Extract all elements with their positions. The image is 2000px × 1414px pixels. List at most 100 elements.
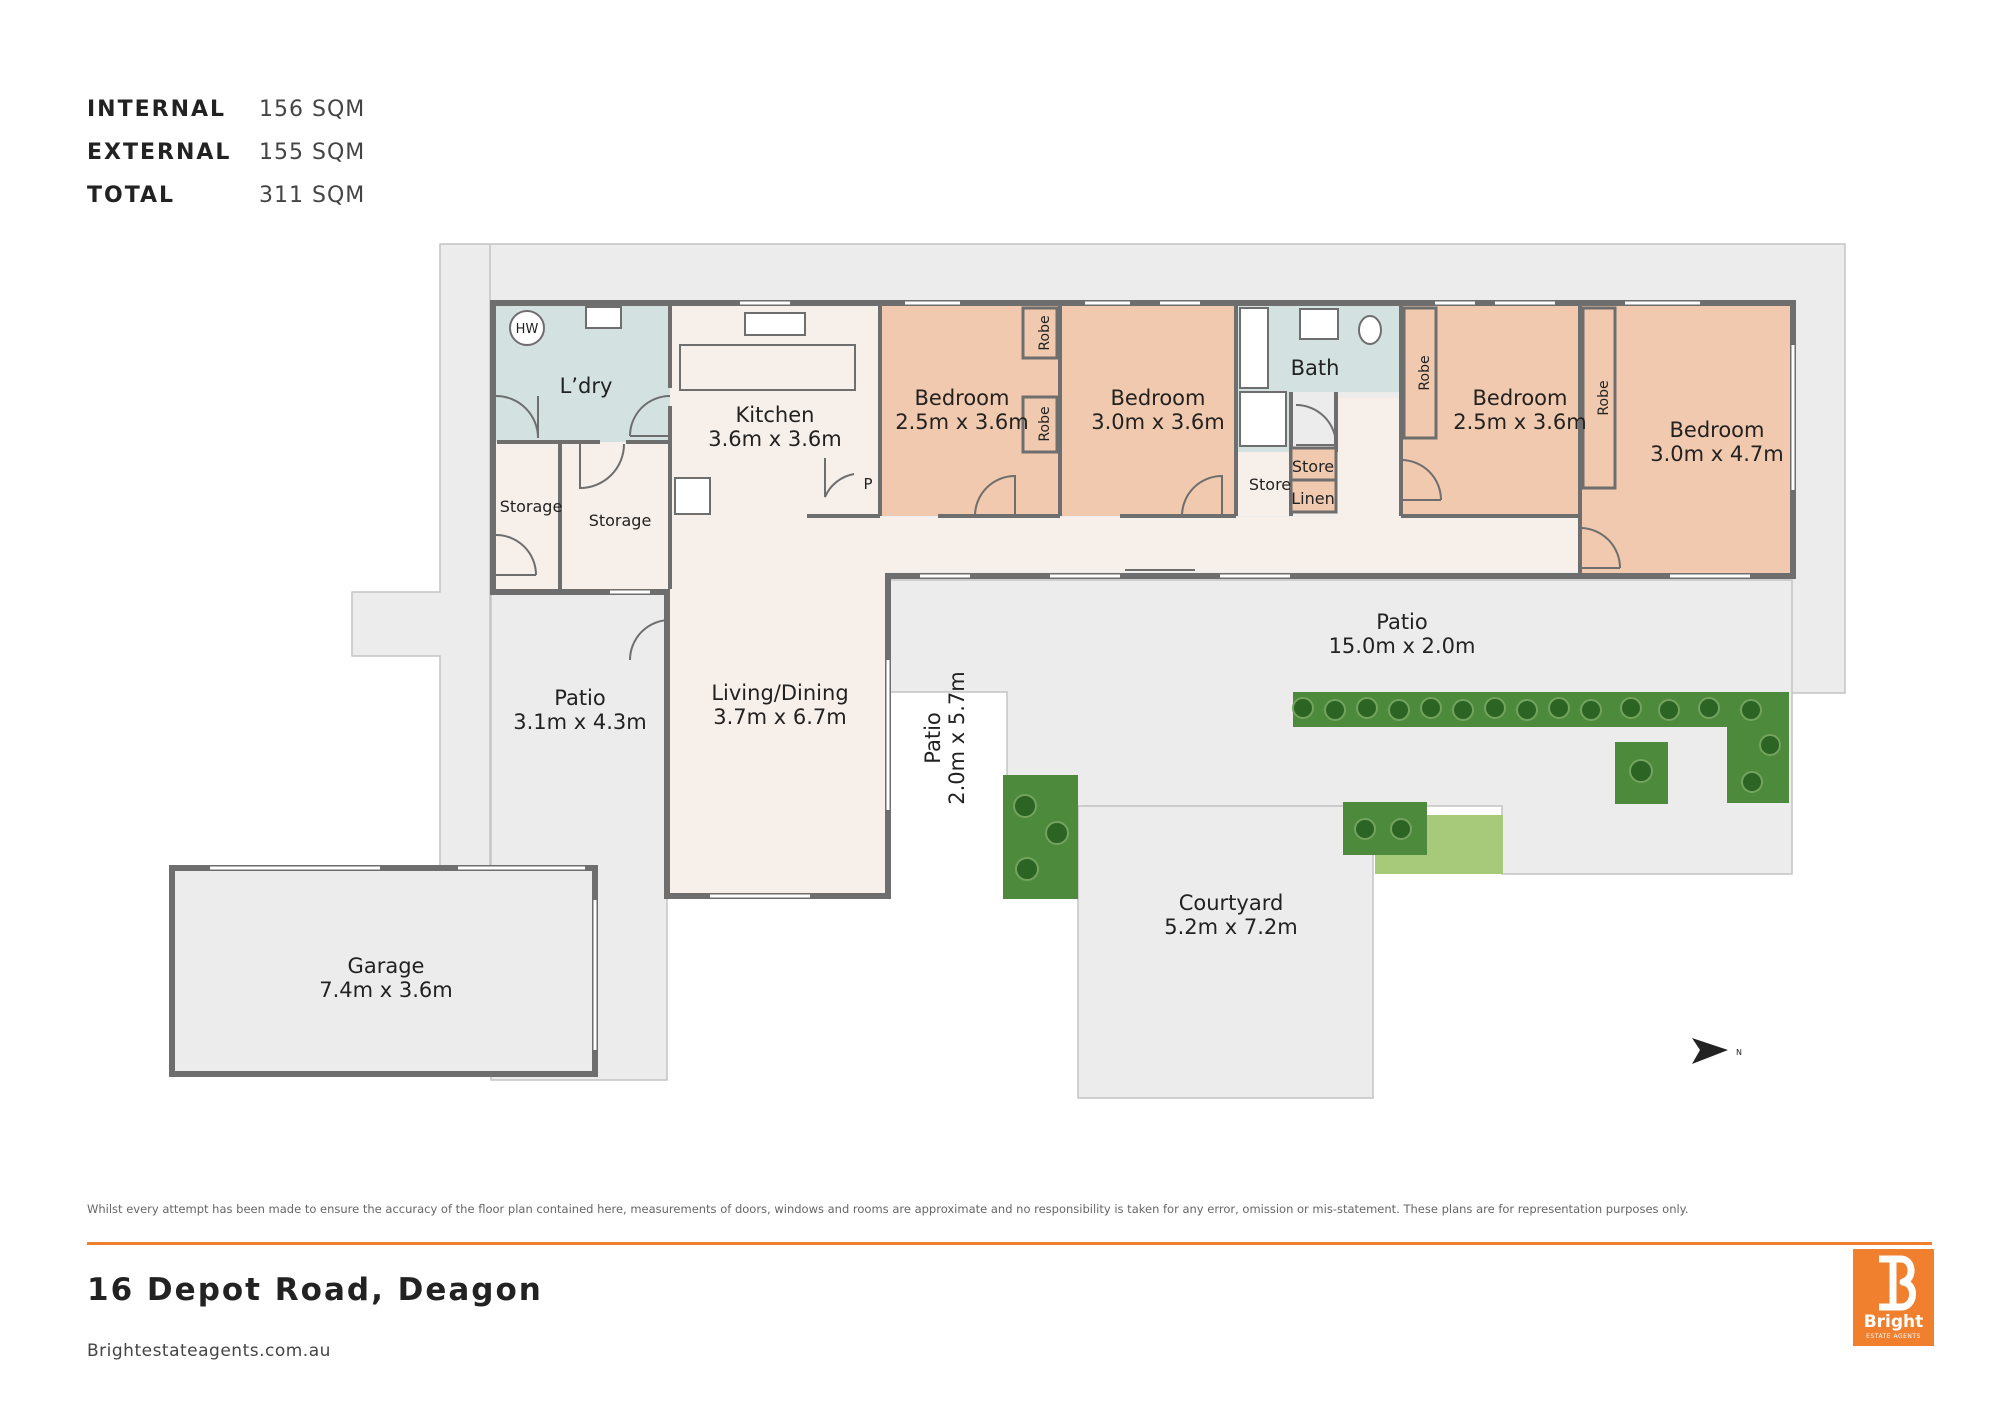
door-swing — [1295, 404, 1337, 446]
laundry-tub-icon — [585, 306, 622, 329]
patio-side-label: Patio — [921, 712, 945, 764]
bedroom-2-floor — [1060, 306, 1235, 516]
shrub-icon — [1516, 699, 1538, 721]
storage-label: Storage — [589, 511, 652, 530]
fixtures — [509, 306, 1382, 571]
footer-rule — [87, 1242, 1932, 1245]
shrub-icon — [1548, 697, 1570, 719]
patio-left-label: Patio — [554, 686, 606, 710]
bedroom-1-label: Bedroom — [915, 386, 1010, 410]
linen-label: Linen — [1291, 489, 1334, 508]
cooktop-icon — [674, 477, 711, 515]
shrub-icon — [1420, 697, 1442, 719]
bath-label: Bath — [1291, 356, 1340, 380]
bedroom-4-label: Bedroom — [1670, 418, 1765, 442]
area-label: INTERNAL — [87, 97, 227, 122]
kitchen-dims: 3.6m x 3.6m — [708, 427, 842, 451]
hw-label: HW — [516, 322, 539, 337]
area-summary: INTERNAL 156 SQM EXTERNAL 155 SQM TOTAL … — [87, 88, 365, 217]
hallway-floor — [1336, 398, 1400, 518]
robe — [1021, 395, 1059, 454]
living-label: Living/Dining — [711, 681, 848, 705]
toilet-icon — [1358, 315, 1382, 345]
agency-logo: Bright ESTATE AGENTS — [1853, 1249, 1934, 1346]
garage-dims: 7.4m x 3.6m — [319, 978, 453, 1002]
north-arrow-icon — [1692, 1038, 1728, 1064]
robe-label: Robe — [1596, 380, 1612, 415]
bedroom-2-dims: 3.0m x 3.6m — [1091, 410, 1225, 434]
shrub-icon — [1045, 821, 1069, 845]
shrub-icon — [1324, 699, 1346, 721]
door-swing — [579, 443, 625, 490]
courtyard-label: Courtyard — [1179, 891, 1284, 915]
logo-word: Bright — [1863, 1312, 1924, 1332]
bedroom-1-dims: 2.5m x 3.6m — [895, 410, 1029, 434]
kitchen-bench — [679, 344, 856, 391]
door-swing — [974, 474, 1016, 517]
garden-beds — [1003, 692, 1789, 899]
bedroom-4-dims: 3.0m x 4.7m — [1650, 442, 1784, 466]
door-swing — [1181, 474, 1223, 517]
disclaimer: Whilst every attempt has been made to en… — [87, 1202, 1689, 1216]
shrub-icon — [1698, 697, 1720, 719]
property-address: 16 Depot Road, Deagon — [87, 1272, 543, 1308]
robe — [1402, 306, 1438, 440]
logo-subtitle: ESTATE AGENTS — [1866, 1333, 1921, 1340]
shrub-icon — [1388, 699, 1410, 721]
pantry-label: P — [863, 475, 872, 493]
robe — [1581, 306, 1617, 490]
area-label: TOTAL — [87, 183, 176, 208]
patio-main-label: Patio — [1376, 610, 1428, 634]
shrub-icon — [1015, 857, 1039, 881]
shrub-icon — [1658, 699, 1680, 721]
kitchen-label: Kitchen — [736, 403, 815, 427]
shrub-icon — [1356, 697, 1378, 719]
bedroom-2-label: Bedroom — [1111, 386, 1206, 410]
shrub-icon — [1740, 699, 1762, 721]
door-swing — [629, 619, 671, 661]
robe-label: Robe — [1037, 406, 1053, 441]
kitchen-sink-icon — [744, 312, 806, 336]
hot-water-icon — [509, 310, 545, 346]
area-value: 311 SQM — [259, 183, 366, 208]
shrub-icon — [1629, 759, 1653, 783]
north-label: N — [1736, 1048, 1742, 1057]
living-dims: 3.7m x 6.7m — [713, 705, 847, 729]
area-value: 155 SQM — [259, 140, 366, 165]
agency-website: Brightestateagents.com.au — [87, 1341, 331, 1361]
shrub-icon — [1741, 771, 1763, 793]
robe-label: Robe — [1417, 355, 1433, 390]
garage-wall — [169, 865, 598, 1077]
area-row-internal: INTERNAL 156 SQM — [87, 88, 365, 131]
area-label: EXTERNAL — [87, 140, 232, 165]
logo-mark-icon — [1879, 1255, 1916, 1311]
patio-left-dims: 3.1m x 4.3m — [513, 710, 647, 734]
door-swing — [495, 395, 539, 439]
basin-icon — [1299, 308, 1339, 340]
door-swing — [824, 458, 855, 498]
doors — [495, 395, 1621, 661]
patio-side-dims: 2.0m x 5.7m — [945, 671, 969, 805]
bedroom-3-label: Bedroom — [1473, 386, 1568, 410]
bathtub-icon — [1239, 307, 1269, 389]
area-row-total: TOTAL 311 SQM — [87, 174, 365, 217]
store-label: Store — [1249, 475, 1291, 494]
shrub-icon — [1354, 818, 1376, 840]
windows — [210, 301, 1795, 1050]
door-swing — [1579, 527, 1621, 569]
door-swing — [629, 395, 671, 437]
patio-main-dims: 15.0m x 2.0m — [1329, 634, 1476, 658]
shrub-icon — [1620, 697, 1642, 719]
garage-label: Garage — [348, 954, 425, 978]
robe — [1021, 306, 1059, 360]
door-swing — [495, 534, 537, 576]
interior-wall — [497, 306, 1582, 589]
shrub-icon — [1759, 734, 1781, 756]
area-row-external: EXTERNAL 155 SQM — [87, 131, 365, 174]
robe-label: Robe — [1037, 315, 1053, 350]
area-value: 156 SQM — [259, 97, 366, 122]
living-kitchen-floor — [670, 306, 1580, 893]
shrub-icon — [1484, 697, 1506, 719]
store-label: Store — [1292, 457, 1334, 476]
